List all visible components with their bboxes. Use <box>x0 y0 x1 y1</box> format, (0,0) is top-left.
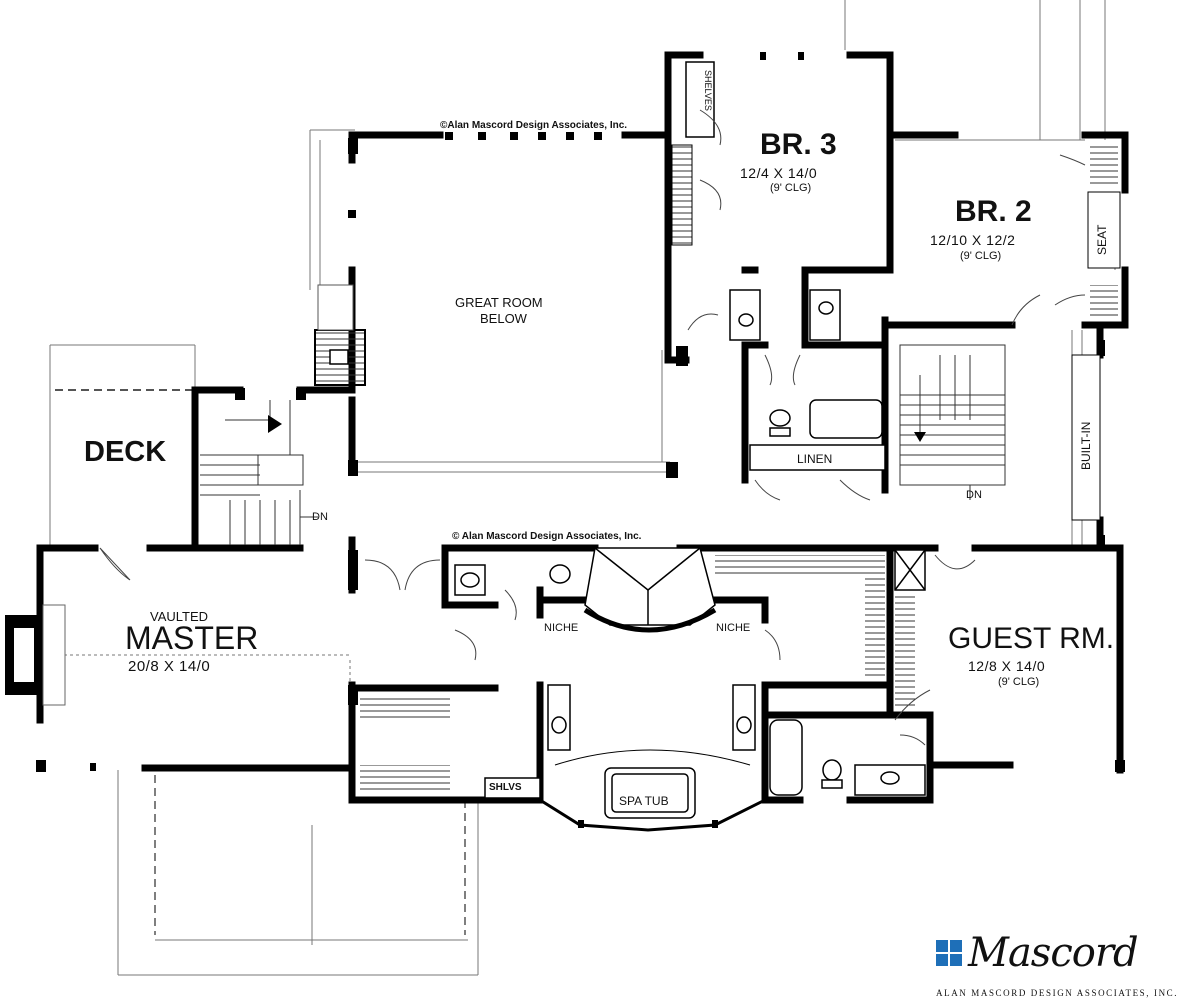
logo-wordmark: Mascord <box>968 930 1139 976</box>
seat-label: SEAT <box>1095 224 1109 255</box>
closets <box>360 144 1118 790</box>
copyright-mid: © Alan Mascord Design Associates, Inc. <box>452 531 642 542</box>
dn-left-label: DN <box>312 511 328 523</box>
mascord-logo: Mascord ALAN MASCORD DESIGN ASSOCIATES, … <box>936 930 1186 1002</box>
chimney <box>314 284 366 386</box>
niche-right-label: NICHE <box>716 622 751 634</box>
walls <box>36 51 1129 804</box>
tub-bay <box>539 798 766 832</box>
br3-ceiling: (9' CLG) <box>770 182 812 194</box>
seat <box>1087 191 1121 269</box>
great-room-line2: BELOW <box>480 311 527 326</box>
master-name: MASTER <box>125 620 259 656</box>
niche-left-label: NICHE <box>544 622 579 634</box>
logo-squares-icon <box>936 940 962 966</box>
guest-name: GUEST RM. <box>948 622 1115 655</box>
fixtures <box>454 289 926 819</box>
great-room-line1: GREAT ROOM <box>455 295 543 310</box>
br2-dims: 12/10 X 12/2 <box>930 232 1016 248</box>
br3-name: BR. 3 <box>760 128 837 161</box>
shlvs-box <box>484 777 541 799</box>
spa-tub-label: SPA TUB <box>619 794 669 808</box>
stair-right-arrow <box>914 432 926 442</box>
stair-left <box>200 400 318 545</box>
shelves-box <box>685 61 715 138</box>
context-lines <box>40 0 1116 976</box>
shelves-label: SHELVES <box>703 70 713 111</box>
built-in-label: BUILT-IN <box>1079 421 1093 470</box>
br3-dims: 12/4 X 14/0 <box>740 165 818 181</box>
br2-name: BR. 2 <box>955 195 1032 228</box>
shower <box>583 547 717 633</box>
master-dims: 20/8 X 14/0 <box>128 658 211 675</box>
master-prefix: VAULTED <box>150 609 209 624</box>
window-marks <box>348 52 804 218</box>
columns <box>36 138 1125 828</box>
stair-left-arrow <box>268 415 282 433</box>
br2-ceiling: (9' CLG) <box>960 250 1002 262</box>
guest-ceiling: (9' CLG) <box>998 676 1040 688</box>
guest-dims: 12/8 X 14/0 <box>968 658 1046 674</box>
linen-label: LINEN <box>797 452 833 466</box>
master-fireplace <box>5 604 66 706</box>
logo-subtitle: ALAN MASCORD DESIGN ASSOCIATES, INC. <box>936 988 1179 998</box>
dn-right-label: DN <box>966 489 982 501</box>
built-in <box>1071 354 1101 521</box>
copyright-top: ©Alan Mascord Design Associates, Inc. <box>440 120 628 131</box>
deck-label: DECK <box>84 436 167 468</box>
door-swings <box>99 109 1086 746</box>
shlvs-label: SHLVS <box>489 782 522 793</box>
tub-arc <box>554 749 751 766</box>
stair-right <box>899 344 1006 500</box>
